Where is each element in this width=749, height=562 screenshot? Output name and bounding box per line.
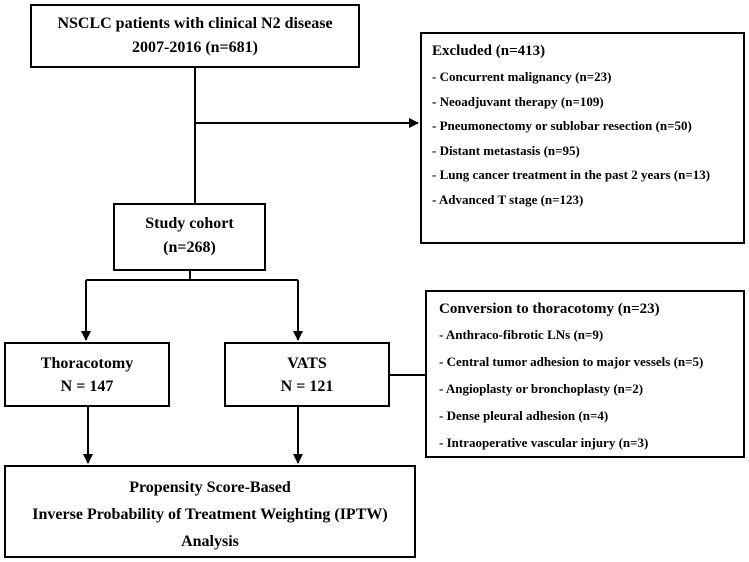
excluded-header: Excluded (n=413) [432, 43, 546, 59]
conversion-header: Conversion to thoracotomy (n=23) [439, 301, 660, 317]
analysis-line-3: Analysis [181, 533, 239, 550]
excluded-box: Excluded (n=413) - Concurrent malignancy… [420, 32, 745, 244]
excluded-item: - Pneumonectomy or sublobar resection (n… [432, 118, 692, 134]
vats-count: N = 121 [280, 378, 334, 395]
analysis-line-2: Inverse Probability of Treatment Weighti… [32, 506, 388, 523]
thoracotomy-box: Thoracotomy N = 147 [4, 342, 170, 407]
thoracotomy-count: N = 147 [60, 378, 114, 395]
conversion-item: - Dense pleural adhesion (n=4) [439, 408, 609, 423]
source-period-count: 2007-2016 (n=681) [132, 39, 258, 56]
excluded-item: - Lung cancer treatment in the past 2 ye… [432, 167, 711, 183]
cohort-title: Study cohort [145, 215, 234, 232]
conversion-box: Conversion to thoracotomy (n=23) - Anthr… [425, 290, 745, 458]
excluded-item: - Distant metastasis (n=95) [432, 142, 580, 158]
excluded-item: - Advanced T stage (n=123) [432, 191, 584, 207]
conversion-item: - Central tumor adhesion to major vessel… [439, 354, 704, 369]
source-title: NSCLC patients with clinical N2 disease [57, 15, 333, 32]
cohort-count: (n=268) [163, 239, 216, 256]
excluded-item: - Concurrent malignancy (n=23) [432, 69, 612, 84]
conversion-item: - Intraoperative vascular injury (n=3) [439, 435, 649, 450]
vats-title: VATS [287, 355, 327, 372]
analysis-line-1: Propensity Score-Based [129, 479, 291, 496]
vats-box: VATS N = 121 [224, 342, 390, 407]
source-population-box: NSCLC patients with clinical N2 disease … [30, 4, 360, 68]
conversion-item: - Anthraco-fibrotic LNs (n=9) [439, 327, 604, 342]
study-cohort-box: Study cohort (n=268) [113, 203, 266, 271]
excluded-item: - Neoadjuvant therapy (n=109) [432, 93, 604, 109]
thoracotomy-title: Thoracotomy [40, 355, 134, 372]
conversion-item: - Angioplasty or bronchoplasty (n=2) [439, 381, 644, 396]
analysis-box: Propensity Score-Based Inverse Probabili… [4, 465, 416, 558]
